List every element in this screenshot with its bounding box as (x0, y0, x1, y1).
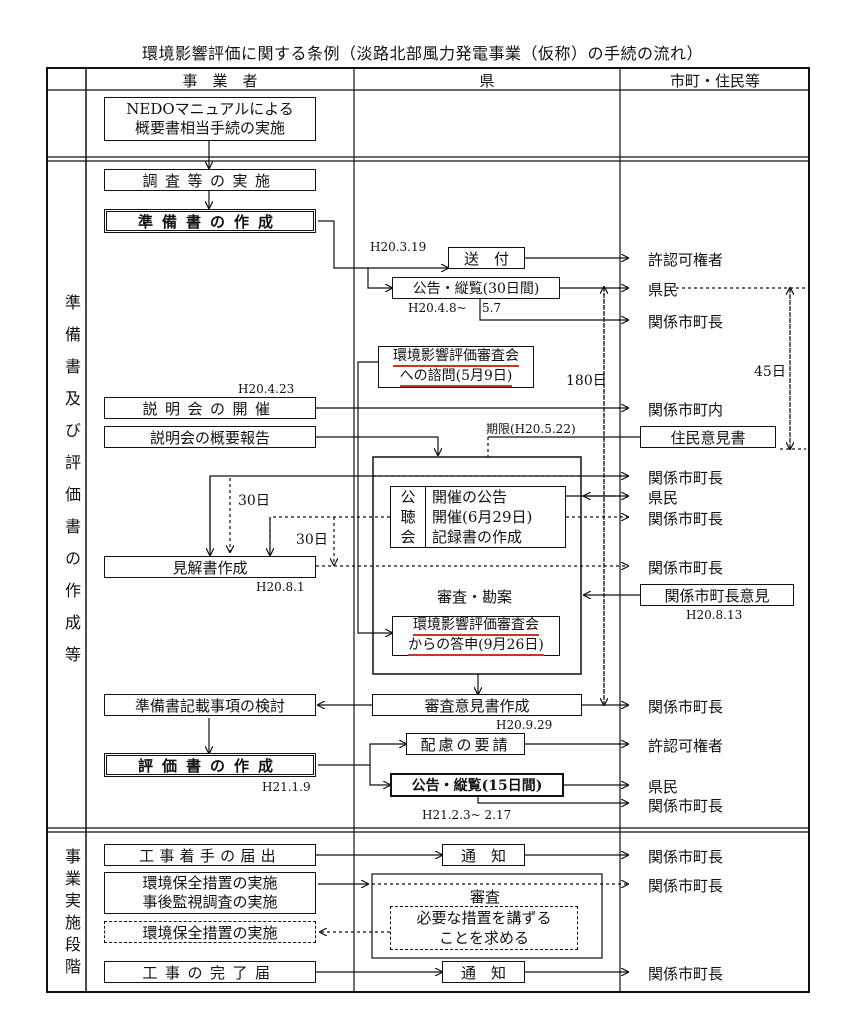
mun-mayors-4: 関係市町長 (648, 559, 724, 577)
mun-residents-3: 県民 (648, 778, 679, 796)
mun-mayors-9: 関係市町長 (648, 965, 724, 983)
mun-mayors-6: 関係市町長 (648, 797, 724, 815)
mun-residents-1: 県民 (648, 281, 679, 299)
mun-mayors-2: 関係市町長 (648, 469, 724, 487)
notify-box-2: 通 知 (442, 961, 525, 983)
consideration-box: 配慮の要請 (406, 733, 525, 755)
header-prefecture: 県 (479, 72, 495, 90)
mun-mayors-8: 関係市町長 (648, 877, 724, 895)
env-measure-box: 環境保全措置の実施事後監視調査の実施 (104, 872, 316, 914)
mayor-opinion-box: 関係市町長意見 (640, 584, 794, 606)
date-h20-3-19: H20.3.19 (370, 240, 427, 254)
header-municipality: 市町・住民等 (669, 72, 760, 90)
prep-doc-box: 準備書の作成 (104, 209, 316, 233)
page-title: 環境影響評価に関する条例（淡路北部風力発電事業（仮称）の手続の流れ） (141, 44, 703, 63)
date-h20-8-13: H20.8.13 (686, 608, 743, 622)
mun-mayors-1: 関係市町長 (648, 313, 724, 331)
days-30-a: 30日 (238, 493, 270, 509)
date-h20-9-29: H20.9.29 (496, 718, 553, 732)
days-30-b: 30日 (296, 532, 328, 548)
date-h20-4-23: H20.4.23 (238, 382, 295, 396)
section-preparation: 準備書及び評価書の作成等 (62, 294, 81, 678)
mun-residents-2: 県民 (648, 489, 679, 507)
section-implementation: 事業実施段階 (62, 848, 81, 980)
mun-mayors-7: 関係市町長 (648, 848, 724, 866)
public-30-box: 公告・縦覧(30日間) (392, 277, 560, 299)
review-box: 準備書記載事項の検討 (104, 694, 316, 716)
mun-mayors-3: 関係市町長 (648, 510, 724, 528)
notify-box-1: 通 知 (442, 844, 525, 866)
date-h21-1-9: H21.1.9 (262, 780, 311, 794)
completion-box: 工事の完了届 (104, 961, 316, 983)
date-h20-8-1: H20.8.1 (256, 580, 305, 594)
exam2-label: 審査 (470, 888, 501, 906)
answer-box: 環境影響評価審査会からの答申(9月26日) (392, 616, 560, 656)
consult-box: 環境影響評価審査会への諮問(5月9日) (378, 346, 534, 388)
briefing-box: 説明会の開催 (104, 397, 316, 419)
opinion-doc-box: 見解書作成 (104, 556, 316, 578)
nedo-box: NEDOマニュアルによる概要書相当手続の実施 (104, 97, 316, 141)
mun-approver-1: 許認可権者 (648, 251, 724, 269)
public-15-box: 公告・縦覧(15日間) (390, 773, 564, 797)
exam-opinion-box: 審査意見書作成 (372, 694, 582, 716)
start-notice-box: 工事着手の届出 (104, 844, 316, 866)
mun-briefing-area: 関係市町内 (648, 401, 724, 419)
days-180: 180日 (566, 373, 607, 389)
resident-opinion-box: 住民意見書 (640, 426, 776, 448)
mun-approver-2: 許認可権者 (648, 737, 724, 755)
date-h21-2-3: H21.2.3~ 2.17 (422, 808, 512, 822)
days-45: 45日 (754, 364, 786, 380)
date-5-7: 5.7 (482, 301, 502, 315)
survey-box: 調査等の実施 (104, 169, 316, 191)
date-h20-4-8: H20.4.8~ (408, 301, 467, 315)
flow-table (46, 67, 810, 993)
briefing-report-box: 説明会の概要報告 (104, 426, 316, 448)
hearing-box: 公聴会 開催の公告開催(6月29日)記録書の作成 (390, 486, 566, 548)
env-measure-dashed-box: 環境保全措置の実施 (104, 921, 316, 943)
date-deadline: 期限(H20.5.22) (486, 422, 576, 436)
header-operator: 事 業 者 (182, 72, 258, 90)
mun-mayors-5: 関係市町長 (648, 698, 724, 716)
send-box: 送 付 (448, 247, 525, 269)
exam-label: 審査・勘案 (437, 588, 513, 606)
eval-doc-box: 評価書の作成 (104, 753, 316, 777)
required-box: 必要な措置を講ずることを求める (390, 906, 578, 950)
